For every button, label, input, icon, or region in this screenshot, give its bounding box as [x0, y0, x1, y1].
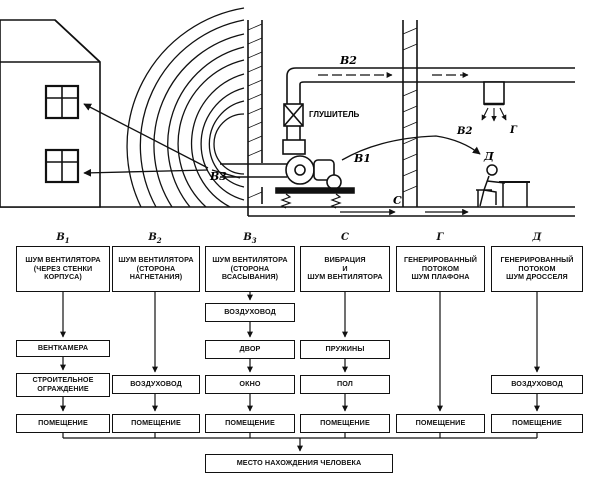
muffler-label: ГЛУШИТЕЛЬ [309, 110, 360, 119]
label-c: С [393, 194, 402, 207]
col2-step-1: ВОЗДУХОВОД [112, 375, 200, 394]
b3-arrows [83, 103, 241, 179]
col1-symbol: В1 [56, 232, 70, 245]
col6-source-box: ГЕНЕРИРОВАННЫЙ ПОТОКОМ ШУМ ДРОССЕЛЯ [491, 246, 583, 292]
person-at-desk [476, 164, 530, 207]
col2-symbol: В2 [148, 232, 162, 245]
col3-step-4: ПОМЕЩЕНИЕ [205, 414, 295, 433]
label-d: Д [483, 150, 494, 163]
col2-step-2: ПОМЕЩЕНИЕ [112, 414, 200, 433]
col5-source-box: ГЕНЕРИРОВАННЫЙ ПОТОКОМ ШУМ ПЛАФОНА [396, 246, 485, 292]
label-b3: В3 [209, 170, 227, 183]
sound-waves [126, 7, 245, 208]
col3-symbol: В3 [243, 232, 257, 245]
col1-step-1: ВЕНТКАМЕРА [16, 340, 110, 357]
col6-step-2: ПОМЕЩЕНИЕ [491, 414, 583, 433]
col3-step-1: ВОЗДУХОВОД [205, 303, 295, 322]
col1-source-box: ШУМ ВЕНТИЛЯТОРА (ЧЕРЕЗ СТЕНКИ КОРПУСА) [16, 246, 110, 292]
b1-arrow [341, 135, 481, 161]
col1-step-2: СТРОИТЕЛЬНОЕ ОГРАЖДЕНИЕ [16, 373, 110, 397]
house-window-lower [44, 148, 80, 184]
springs [280, 193, 342, 209]
supply-duct [286, 67, 575, 140]
muffler [283, 103, 304, 127]
col2-source-box: ШУМ ВЕНТИЛЯТОРА (СТОРОНА НАГНЕТАНИЯ) [112, 246, 200, 292]
col3-source-box: ШУМ ВЕНТИЛЯТОРА (СТОРОНА ВСАСЫВАНИЯ) [205, 246, 295, 292]
col5-symbol: Г [436, 232, 444, 243]
col3-step-2: ДВОР [205, 340, 295, 359]
col4-step-3: ПОМЕЩЕНИЕ [300, 414, 390, 433]
ventilation-chamber [247, 20, 575, 217]
label-b2-outlet: В2 [456, 126, 472, 137]
final-destination-box: МЕСТО НАХОЖДЕНИЯ ЧЕЛОВЕКА [205, 454, 393, 473]
col1-step-3: ПОМЕЩЕНИЕ [16, 414, 110, 433]
col4-step-2: ПОЛ [300, 375, 390, 394]
label-b2-duct: В2 [339, 54, 357, 67]
col3-step-3: ОКНО [205, 375, 295, 394]
intake-pipe [220, 163, 287, 178]
label-g: Г [509, 125, 518, 136]
outlet-streams [481, 107, 507, 122]
col4-source-box: ВИБРАЦИЯ И ШУМ ВЕНТИЛЯТОРА [300, 246, 390, 292]
flowchart-connectors [60, 292, 540, 452]
house-window-upper [44, 84, 80, 120]
col4-symbol: С [341, 232, 349, 243]
fan-unit [275, 139, 355, 194]
col6-symbol: Д [532, 232, 542, 243]
col6-step-1: ВОЗДУХОВОД [491, 375, 583, 394]
neighbour-house [0, 19, 101, 208]
col5-step-1: ПОМЕЩЕНИЕ [396, 414, 485, 433]
label-b1: В1 [353, 152, 371, 165]
col4-step-1: ПРУЖИНЫ [300, 340, 390, 359]
